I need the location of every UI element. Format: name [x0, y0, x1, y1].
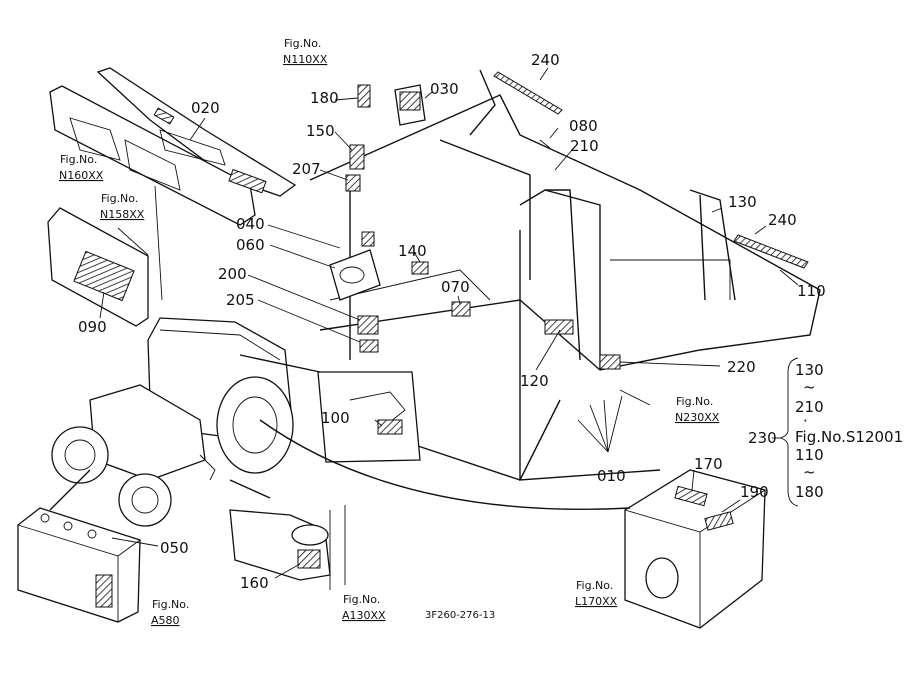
callout-180: 180: [310, 89, 339, 107]
cover-illustration: [624, 469, 766, 629]
range-part-number: 230: [748, 429, 777, 447]
range-group-230: 230 130 ~ 210 · Fig.No.S12001 110 ~ 180: [748, 357, 903, 507]
fuel-tank-illustration: [229, 505, 346, 590]
fig-ref-l170-code: L170XX: [575, 595, 618, 608]
callout-030: 030: [430, 80, 459, 98]
callout-207: 207: [292, 160, 321, 178]
figure-references: Fig.No. N110XX Fig.No. N160XX Fig.No. N1…: [59, 37, 720, 627]
fig-ref-n158-code: N158XX: [100, 208, 145, 221]
callout-090: 090: [78, 318, 107, 336]
range-mid-number: 210: [795, 398, 824, 416]
battery-illustration: [17, 507, 141, 623]
fig-ref-a580-code: A580: [151, 614, 180, 627]
callout-160: 160: [240, 574, 269, 592]
fig-ref-n110-code: N110XX: [283, 53, 328, 66]
callout-130: 130: [728, 193, 757, 211]
callout-070: 070: [441, 278, 470, 296]
fig-ref-a580-label: Fig.No.: [152, 598, 189, 611]
callout-150: 150: [306, 122, 335, 140]
fig-ref-a130-label: Fig.No.: [343, 593, 380, 606]
callout-060: 060: [236, 236, 265, 254]
lever-detail-box: [317, 371, 421, 463]
fig-ref-n230-label: Fig.No.: [676, 395, 713, 408]
fig-ref-n160-code: N160XX: [59, 169, 104, 182]
callout-190: 190: [740, 483, 769, 501]
callout-050: 050: [160, 539, 189, 557]
leader-lines: [49, 67, 799, 579]
cab-frame-illustration: [309, 69, 821, 481]
range-top-number: 130: [795, 361, 824, 379]
callout-020: 020: [191, 99, 220, 117]
callout-240-right: 240: [768, 211, 797, 229]
callout-140: 140: [398, 242, 427, 260]
callout-220: 220: [727, 358, 756, 376]
fig-ref-n110-label: Fig.No.: [284, 37, 321, 50]
callout-205: 205: [226, 291, 255, 309]
callout-240-top: 240: [531, 51, 560, 69]
range-dot: ·: [803, 412, 808, 430]
side-panel: [47, 207, 149, 327]
range-fig-reference: Fig.No.S12001: [795, 428, 903, 446]
fig-ref-l170-label: Fig.No.: [576, 579, 613, 592]
fig-ref-n160-label: Fig.No.: [60, 153, 97, 166]
callout-040: 040: [236, 215, 265, 233]
callout-100: 100: [321, 409, 350, 427]
tractor-illustration: [51, 317, 294, 527]
callout-210: 210: [570, 137, 599, 155]
range-bottom-number: 180: [795, 483, 824, 501]
front-visor-panel: [49, 67, 297, 226]
range-tilde-lower: ~: [803, 463, 816, 481]
callout-080: 080: [569, 117, 598, 135]
drawing-code: 3F260-276-13: [425, 610, 495, 621]
callout-010: 010: [597, 467, 626, 485]
range-low-number: 110: [795, 446, 824, 464]
callout-170: 170: [694, 455, 723, 473]
callout-200: 200: [218, 265, 247, 283]
fig-ref-a130-code: A130XX: [342, 609, 386, 622]
part-callouts: 020 030 180 150 207 040 060 200 205 140 …: [78, 51, 826, 592]
fig-ref-n158-label: Fig.No.: [101, 192, 138, 205]
range-tilde-upper: ~: [803, 378, 816, 396]
callout-110: 110: [797, 282, 826, 300]
callout-120: 120: [520, 372, 549, 390]
fig-ref-n230-code: N230XX: [675, 411, 720, 424]
